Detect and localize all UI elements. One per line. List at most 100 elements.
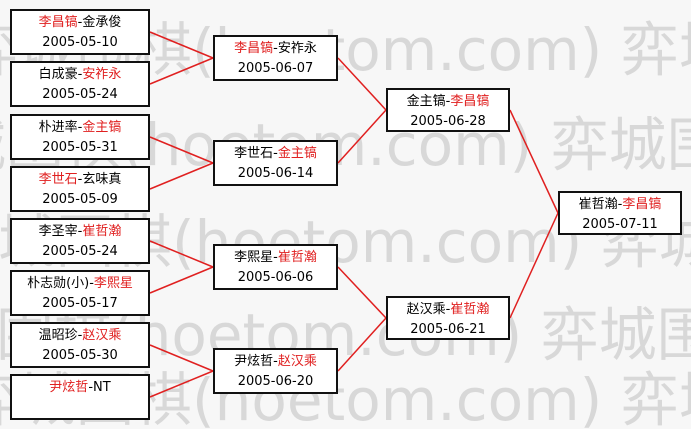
match-date: 2005-05-31 bbox=[42, 140, 118, 155]
player-name: 李昌镐 bbox=[234, 41, 274, 56]
match-players: 李世石-玄味真 bbox=[12, 170, 148, 190]
match-players: 尹炫哲-赵汉乘 bbox=[215, 352, 336, 372]
separator: - bbox=[273, 146, 278, 161]
match-box-final[interactable]: 崔哲瀚-李昌镐 2005-07-11 bbox=[558, 191, 682, 235]
bracket-connector bbox=[509, 212, 559, 319]
player-name: 安祚永 bbox=[82, 67, 122, 82]
bracket-connector bbox=[149, 344, 214, 372]
bracket-connector bbox=[149, 57, 214, 85]
bracket-connector bbox=[337, 109, 387, 164]
player-name: 李昌镐 bbox=[622, 197, 662, 212]
match-box-round1[interactable]: 尹炫哲-NT bbox=[10, 374, 150, 420]
match-box-round1[interactable]: 朴志勋(小)-李熙星 2005-05-17 bbox=[10, 270, 150, 316]
match-date: 2005-05-24 bbox=[42, 87, 118, 102]
player-name: 李昌镐 bbox=[450, 94, 490, 109]
player-name: 李世石 bbox=[38, 172, 78, 187]
match-players: 朴进率-金主镐 bbox=[12, 118, 148, 138]
match-date: 2005-05-30 bbox=[42, 348, 118, 363]
player-name: 赵汉乘 bbox=[277, 354, 317, 369]
match-date: 2005-06-06 bbox=[237, 270, 314, 285]
player-name: 李熙星 bbox=[234, 250, 274, 265]
match-box-round1[interactable]: 温昭珍-赵汉乘 2005-05-30 bbox=[10, 322, 150, 368]
bracket-connector bbox=[149, 266, 214, 294]
match-players: 赵汉乘-崔哲瀚 bbox=[388, 300, 508, 320]
bracket-connector bbox=[149, 162, 214, 190]
bracket-connector bbox=[337, 317, 387, 372]
player-name: 赵汉乘 bbox=[406, 302, 446, 317]
match-date bbox=[12, 398, 148, 418]
player-name: 尹炫哲 bbox=[49, 380, 89, 395]
separator: - bbox=[445, 94, 451, 109]
separator: - bbox=[273, 41, 278, 56]
player-name: 安祚永 bbox=[277, 41, 317, 56]
match-date: 2005-05-17 bbox=[42, 296, 118, 311]
separator: - bbox=[77, 120, 83, 135]
player-name: 金主镐 bbox=[277, 146, 317, 161]
match-box-round2[interactable]: 李昌镐-安祚永 2005-06-07 bbox=[213, 35, 338, 81]
bracket-connector bbox=[149, 136, 214, 164]
separator: - bbox=[89, 276, 94, 291]
bracket-connector bbox=[337, 266, 387, 319]
match-date: 2005-06-21 bbox=[410, 322, 486, 337]
separator: - bbox=[617, 197, 623, 212]
player-name: 尹炫哲 bbox=[234, 354, 274, 369]
bracket-connector bbox=[337, 57, 387, 111]
player-name: 李圣宰 bbox=[38, 224, 78, 239]
player-name: 崔哲瀚 bbox=[82, 224, 122, 239]
match-players: 李昌镐-金承俊 bbox=[12, 13, 148, 33]
match-players: 尹炫哲-NT bbox=[12, 378, 148, 398]
match-box-semis[interactable]: 金主镐-李昌镐 2005-06-28 bbox=[386, 88, 510, 132]
player-name: 赵汉乘 bbox=[82, 328, 122, 343]
separator: - bbox=[77, 67, 83, 82]
player-name: 朴志勋(小) bbox=[27, 276, 90, 291]
match-date: 2005-06-28 bbox=[410, 114, 486, 129]
match-box-semis[interactable]: 赵汉乘-崔哲瀚 2005-06-21 bbox=[386, 296, 510, 340]
separator: - bbox=[77, 328, 83, 343]
separator: - bbox=[88, 380, 94, 395]
player-name: 金主镐 bbox=[406, 94, 446, 109]
match-date: 2005-05-24 bbox=[42, 244, 118, 259]
match-box-round1[interactable]: 李圣宰-崔哲瀚 2005-05-24 bbox=[10, 218, 150, 264]
separator: - bbox=[77, 224, 83, 239]
match-date: 2005-06-07 bbox=[237, 61, 314, 76]
player-name: 崔哲瀚 bbox=[450, 302, 490, 317]
match-players: 李昌镐-安祚永 bbox=[215, 39, 336, 59]
bracket-connector bbox=[149, 31, 214, 59]
player-name: 李世石 bbox=[234, 146, 274, 161]
match-box-round1[interactable]: 朴进率-金主镐 2005-05-31 bbox=[10, 114, 150, 160]
separator: - bbox=[273, 354, 278, 369]
player-name: 金主镐 bbox=[82, 120, 122, 135]
separator: - bbox=[273, 250, 278, 265]
match-date: 2005-06-20 bbox=[237, 374, 314, 389]
match-date: 2005-06-14 bbox=[237, 166, 314, 181]
match-box-round2[interactable]: 尹炫哲-赵汉乘 2005-06-20 bbox=[213, 348, 338, 394]
player-name: 朴进率 bbox=[38, 120, 78, 135]
separator: - bbox=[77, 15, 83, 30]
separator: - bbox=[445, 302, 451, 317]
match-players: 李熙星-崔哲瀚 bbox=[215, 248, 336, 268]
match-players: 温昭珍-赵汉乘 bbox=[12, 326, 148, 346]
separator: - bbox=[77, 172, 83, 187]
player-name: NT bbox=[93, 380, 111, 395]
player-name: 崔哲瀚 bbox=[578, 197, 618, 212]
player-name: 玄味真 bbox=[82, 172, 122, 187]
match-box-round1[interactable]: 白成豪-安祚永 2005-05-24 bbox=[10, 61, 150, 107]
player-name: 李熙星 bbox=[93, 276, 133, 291]
player-name: 温昭珍 bbox=[38, 328, 78, 343]
player-name: 金承俊 bbox=[82, 15, 122, 30]
bracket-connector bbox=[149, 370, 214, 398]
player-name: 白成豪 bbox=[38, 67, 78, 82]
match-players: 崔哲瀚-李昌镐 bbox=[560, 195, 680, 215]
match-players: 李圣宰-崔哲瀚 bbox=[12, 222, 148, 242]
match-box-round2[interactable]: 李世石-金主镐 2005-06-14 bbox=[213, 140, 338, 186]
match-players: 李世石-金主镐 bbox=[215, 144, 336, 164]
match-players: 白成豪-安祚永 bbox=[12, 65, 148, 85]
match-players: 朴志勋(小)-李熙星 bbox=[12, 274, 148, 294]
match-date: 2005-07-11 bbox=[582, 217, 658, 232]
player-name: 崔哲瀚 bbox=[277, 250, 317, 265]
match-box-round2[interactable]: 李熙星-崔哲瀚 2005-06-06 bbox=[213, 244, 338, 290]
match-players: 金主镐-李昌镐 bbox=[388, 92, 508, 112]
player-name: 李昌镐 bbox=[38, 15, 78, 30]
